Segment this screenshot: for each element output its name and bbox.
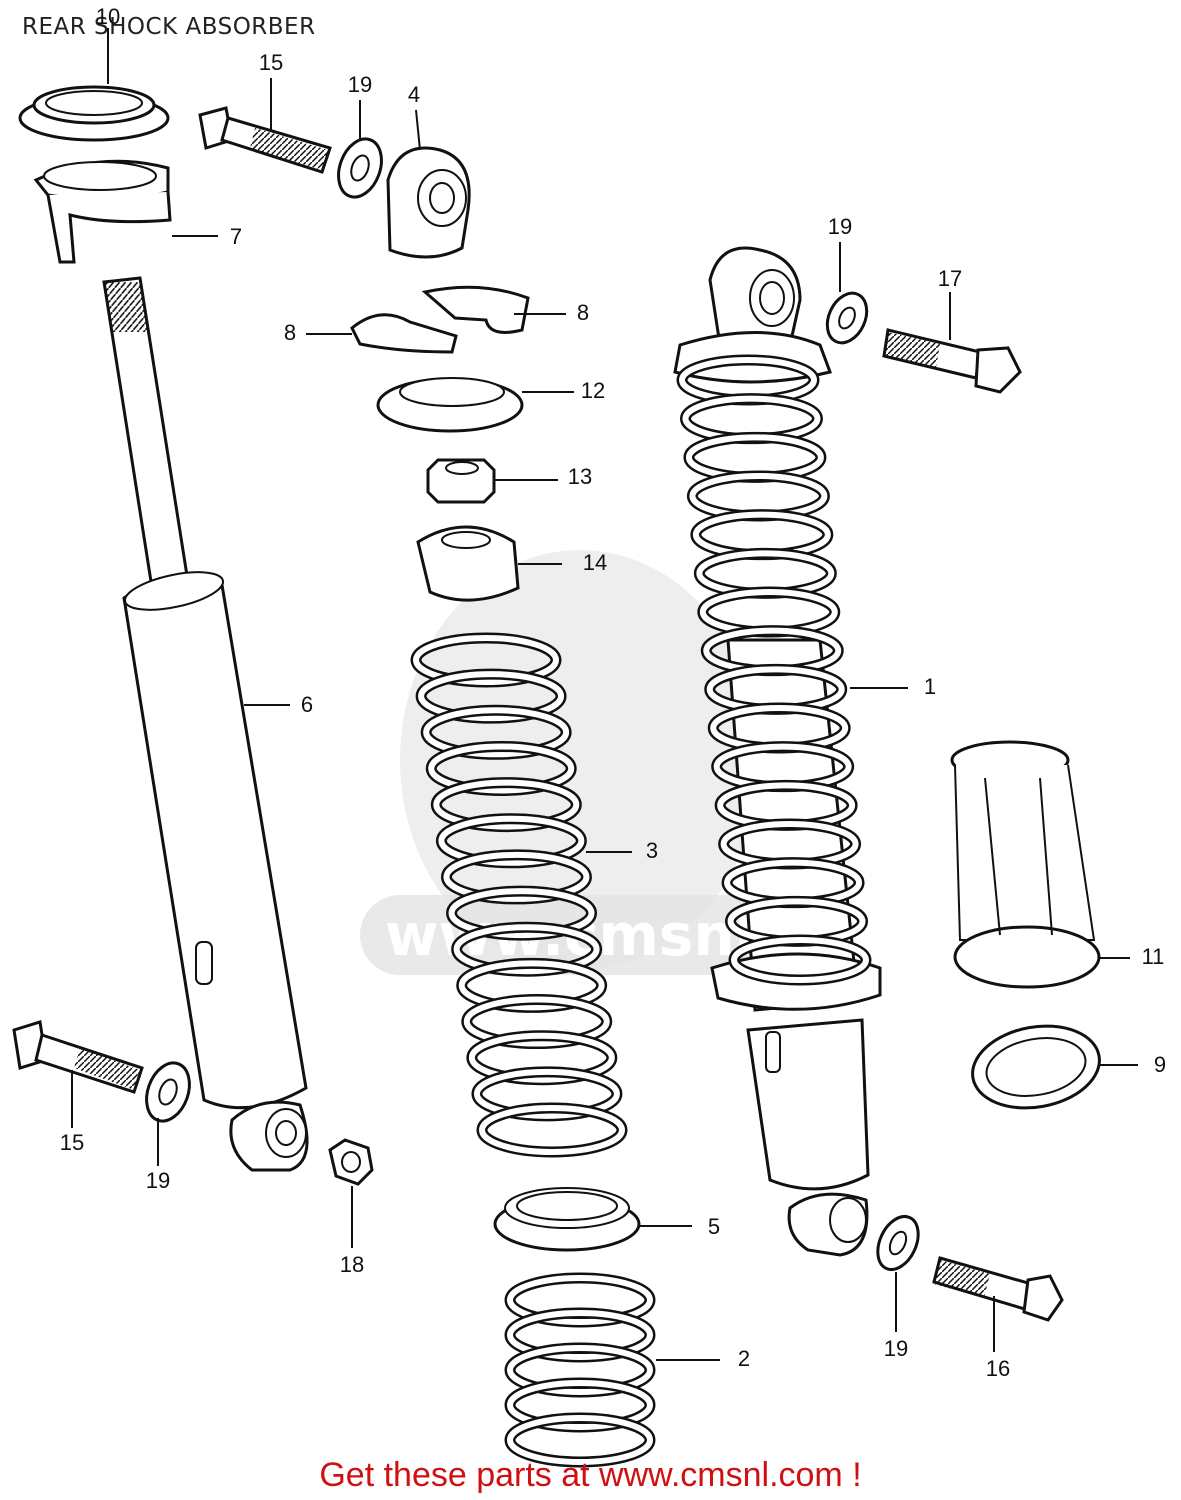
part-9-ring xyxy=(971,1024,1101,1110)
callout-19: 19 xyxy=(828,214,852,239)
callout-19: 19 xyxy=(146,1168,170,1193)
part-11-cover xyxy=(950,740,1101,989)
part-12-seat xyxy=(376,377,524,433)
part-4-upper-joint xyxy=(386,146,471,259)
callout-11: 11 xyxy=(1142,944,1165,969)
spring-coil-highlight xyxy=(438,815,585,866)
callout-8: 8 xyxy=(284,320,296,345)
spring-coil-highlight xyxy=(433,779,580,830)
spring-coil-highlight xyxy=(443,851,590,902)
part-8-collet-halves xyxy=(350,285,530,354)
callout-4: 4 xyxy=(408,82,420,107)
callout-1: 1 xyxy=(924,674,936,699)
spring-coil-highlight xyxy=(507,1345,653,1395)
callout-7: 7 xyxy=(230,224,242,249)
spring-coil-highlight xyxy=(507,1310,653,1360)
part-10-dust-seal xyxy=(18,85,170,142)
spring-coil-highlight xyxy=(468,1032,615,1083)
part-17-bolt xyxy=(882,328,1022,394)
callout-8: 8 xyxy=(577,300,589,325)
spring-coil-highlight xyxy=(463,996,610,1047)
callout-2: 2 xyxy=(738,1346,750,1371)
part-19-washer-right-top xyxy=(825,291,869,345)
callout-19: 19 xyxy=(348,72,372,97)
part-2-sub-spring xyxy=(504,1272,656,1468)
callout-10: 10 xyxy=(96,4,120,29)
spring-coil-highlight xyxy=(479,1105,625,1155)
spring-coil-highlight xyxy=(453,924,600,975)
callout-17: 17 xyxy=(938,266,962,291)
spring-coil-highlight xyxy=(428,743,575,794)
callout-14: 14 xyxy=(583,550,607,575)
part-13-nut xyxy=(426,458,496,504)
part-6-damper xyxy=(102,276,309,1172)
spring-coil-highlight xyxy=(418,671,565,722)
part-19-washer-top xyxy=(337,137,383,199)
part-5-spring-seat xyxy=(493,1187,641,1252)
callout-5: 5 xyxy=(708,1214,720,1239)
leader-lines xyxy=(71,28,1138,1361)
part-19-washer-bottom-left xyxy=(145,1061,191,1123)
part-1-shock-spring xyxy=(676,354,872,986)
callout-9: 9 xyxy=(1154,1052,1166,1077)
callout-3: 3 xyxy=(646,838,658,863)
spring-coil-highlight xyxy=(507,1275,653,1325)
callout-labels: 10 15 19 4 7 19 17 8 8 12 13 14 6 1 3 11… xyxy=(60,4,1166,1381)
part-7-spring-stopper xyxy=(33,159,172,264)
footer-link-text[interactable]: Get these parts at www.cmsnl.com ! xyxy=(319,1456,862,1494)
callout-16: 16 xyxy=(986,1356,1010,1381)
part-14-stopper-rubber xyxy=(416,525,520,602)
callout-6: 6 xyxy=(301,692,313,717)
callout-15: 15 xyxy=(259,50,283,75)
part-19-washer-bottom-right xyxy=(876,1215,920,1271)
spring-coil-highlight xyxy=(731,937,869,983)
diagram-title: REAR SHOCK ABSORBER xyxy=(22,14,316,40)
spring-coil-highlight xyxy=(473,1068,620,1119)
part-18-nut xyxy=(328,1138,374,1186)
part-16-bolt xyxy=(932,1256,1064,1322)
spring-coil-highlight xyxy=(458,960,605,1011)
callout-18: 18 xyxy=(340,1252,364,1277)
spring-coil-highlight xyxy=(507,1380,653,1430)
callout-12: 12 xyxy=(581,378,605,403)
callout-15: 15 xyxy=(60,1130,84,1155)
callout-13: 13 xyxy=(568,464,592,489)
callout-19: 19 xyxy=(884,1336,908,1361)
part-3-main-spring xyxy=(410,632,628,1158)
spring-coil-highlight xyxy=(423,707,570,758)
spring-coil-highlight xyxy=(448,888,595,939)
spring-coil-highlight xyxy=(413,635,559,685)
part-15-bolt-bottom xyxy=(12,1020,144,1094)
spring-coil-highlight xyxy=(507,1415,653,1465)
part-15-bolt-top xyxy=(198,106,332,174)
